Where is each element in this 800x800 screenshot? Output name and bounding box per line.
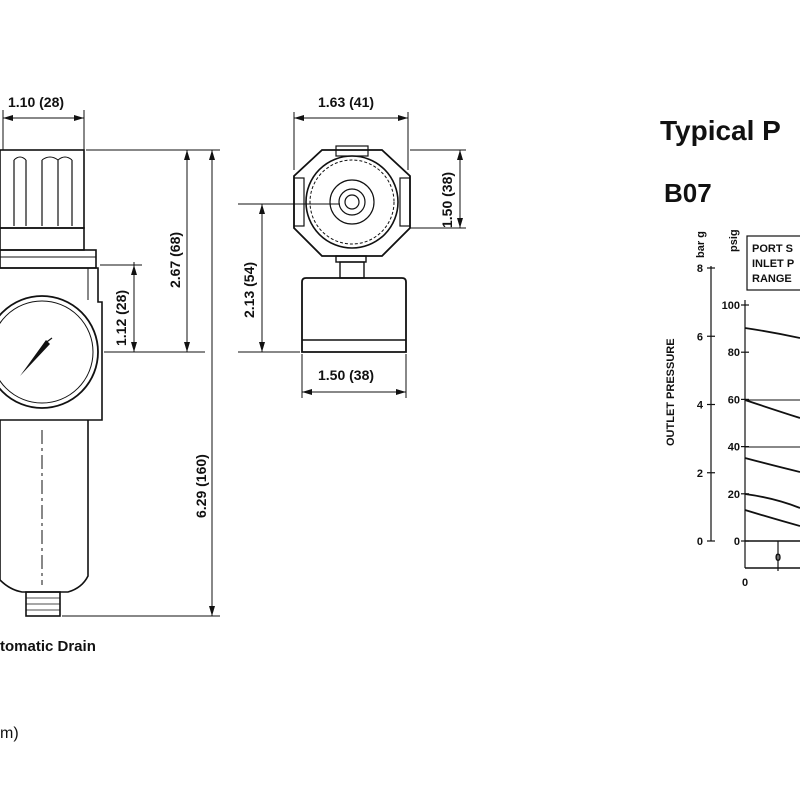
curve-20a <box>744 493 800 509</box>
legend-line-1: PORT S <box>752 243 793 255</box>
bar-ticks-label: 2 <box>697 468 703 480</box>
top-view: 1.63 (41) 1.50 (38) 2.13 (54) 1.50 <box>238 94 466 398</box>
curve-40 <box>744 457 800 473</box>
psig-ticks-label: 100 <box>722 300 740 312</box>
drain-caption: tomatic Drain <box>0 638 96 655</box>
x-tick-bottom: 0 <box>742 577 748 589</box>
pressure-chart: Typical P B07 bar g psig OUTLET PRESSURE… <box>660 115 800 589</box>
dim-regulator-height: 2.67 (68) <box>167 232 183 288</box>
dim-top-view-center: 2.13 (54) <box>241 262 257 318</box>
unit-psig: psig <box>728 229 740 252</box>
chart-title: Typical P <box>660 115 781 146</box>
dim-bracket-width: 1.50 (38) <box>318 367 374 383</box>
legend-line-3: RANGE <box>752 273 792 285</box>
psig-ticks-label: 40 <box>728 442 740 454</box>
legend-box <box>746 235 800 291</box>
bar-ticks-label: 8 <box>697 263 703 275</box>
y-axis-label: OUTLET PRESSURE <box>665 338 677 446</box>
legend-line-2: INLET P <box>752 258 794 270</box>
chart-model: B07 <box>664 178 712 208</box>
dim-top-view-height: 1.50 (38) <box>439 172 455 228</box>
bar-ticks-label: 6 <box>697 331 703 343</box>
front-view: 1.10 (28) <box>0 94 220 655</box>
bar-ticks-label: 0 <box>697 536 703 548</box>
dim-top-view-width: 1.63 (41) <box>318 94 374 110</box>
psig-ticks-label: 0 <box>734 536 740 548</box>
psig-ticks-label: 60 <box>728 394 740 406</box>
unit-bar: bar g <box>695 231 707 258</box>
x-tick-inner: 0 <box>775 552 781 564</box>
dim-gauge-offset: 1.12 (28) <box>113 290 129 346</box>
footnote: m) <box>0 725 19 742</box>
dim-top-width: 1.10 (28) <box>8 94 64 110</box>
psig-ticks-label: 20 <box>728 489 740 501</box>
psig-ticks-label: 80 <box>728 347 740 359</box>
curve-100 <box>744 327 800 339</box>
curve-60 <box>744 399 800 419</box>
curve-20b <box>744 509 800 527</box>
dim-overall-height: 6.29 (160) <box>193 454 209 518</box>
bar-ticks-label: 4 <box>697 400 704 412</box>
